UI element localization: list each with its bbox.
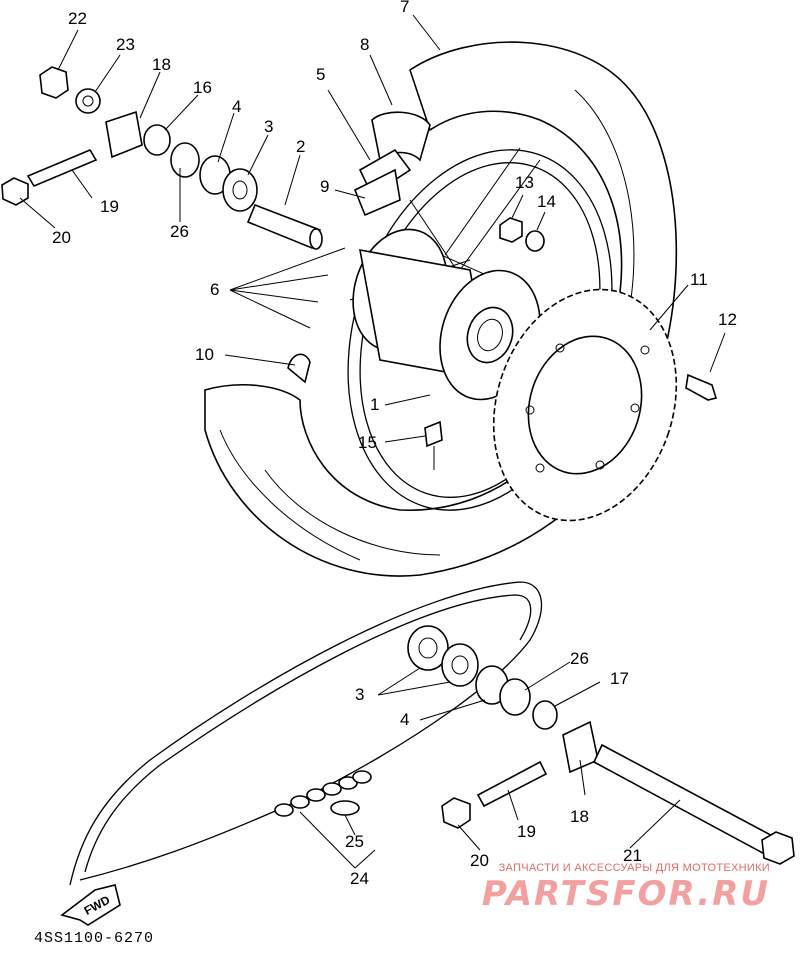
callout-13: 13 [515, 173, 534, 192]
tube [353, 111, 431, 217]
callout-19: 19 [100, 197, 119, 216]
diagram-code: 4SS1100-6270 [34, 930, 155, 947]
callout-3: 3 [355, 685, 364, 704]
callout-11: 11 [690, 270, 708, 289]
callout-16: 16 [193, 78, 212, 97]
axle-parts-bottom [407, 625, 795, 865]
callout-17: 17 [610, 669, 629, 688]
chain [60, 581, 543, 926]
callout-26: 26 [570, 649, 589, 668]
callout-20: 20 [52, 228, 71, 247]
axle-parts-top [1, 66, 323, 250]
callout-10: 10 [195, 345, 214, 364]
watermark-subtitle: ЗАПЧАСТИ И АКСЕССУАРЫ ДЛЯ МОТОТЕХНИКИ [498, 862, 770, 874]
callout-21: 21 [623, 846, 642, 865]
callout-6: 6 [210, 280, 219, 299]
callout-14: 14 [537, 192, 556, 211]
callout-2: 2 [296, 137, 305, 156]
callout-18: 18 [152, 55, 171, 74]
callout-18: 18 [570, 807, 589, 826]
callout-12: 12 [718, 310, 737, 329]
callout-1: 1 [370, 395, 379, 414]
watermark: ЗАПЧАСТИ И АКСЕССУАРЫ ДЛЯ МОТОТЕХНИКИ PA… [482, 862, 770, 914]
fwd-arrow [60, 884, 121, 926]
callout-4: 4 [232, 97, 241, 116]
callout-9: 9 [320, 177, 329, 196]
callout-24: 24 [350, 869, 369, 888]
sprocket [492, 288, 678, 522]
callout-23: 23 [116, 35, 135, 54]
callout-20: 20 [470, 851, 489, 870]
callout-15: 15 [358, 433, 377, 452]
callout-8: 8 [360, 35, 369, 54]
callout-19: 19 [517, 822, 536, 841]
watermark-brand: PARTSFOR.RU [481, 874, 770, 914]
callout-7: 7 [400, 0, 409, 16]
callout-25: 25 [345, 832, 364, 851]
callout-3: 3 [264, 117, 273, 136]
callout-5: 5 [316, 65, 325, 84]
callout-22: 22 [68, 9, 87, 28]
callout-26: 26 [170, 222, 189, 241]
small-hardware [287, 217, 718, 470]
callout-labels: 22 23 18 16 4 3 19 20 26 2 5 8 7 9 13 14… [52, 0, 737, 918]
leader-lines [19, 14, 726, 869]
chain-link-master [274, 770, 372, 817]
callout-4: 4 [400, 710, 409, 729]
